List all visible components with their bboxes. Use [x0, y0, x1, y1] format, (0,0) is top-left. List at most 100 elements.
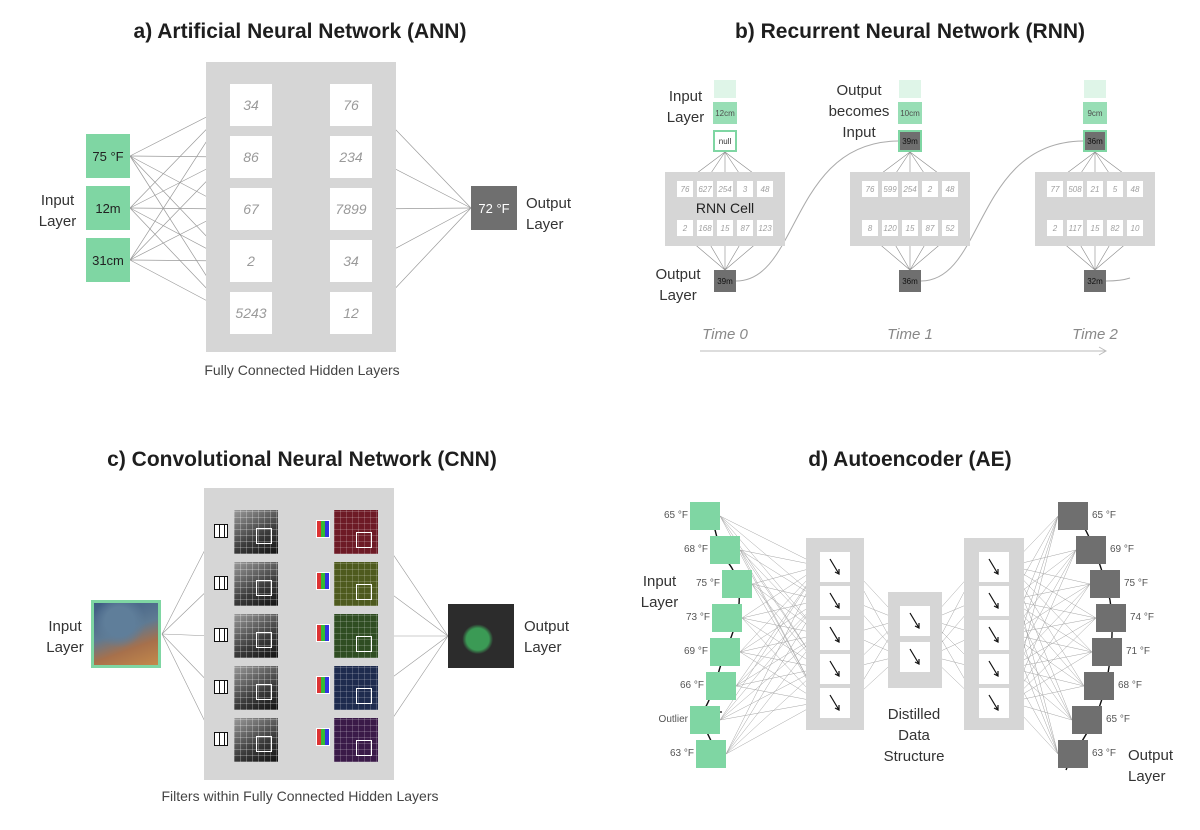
ae-arrow-icon	[988, 694, 999, 711]
rnn-title: b) Recurrent Neural Network (RNN)	[734, 20, 1086, 43]
ae-output-node	[1090, 570, 1120, 598]
ae-input-value: Outlier	[658, 714, 688, 725]
rnn-output-node: 36m	[899, 270, 921, 292]
cnn-color-filter-icon	[316, 624, 330, 642]
rnn-cell-node: 10	[1127, 220, 1143, 236]
ann-hidden1-node: 86	[230, 136, 272, 178]
connection-line	[1009, 617, 1097, 669]
ae-input-node	[696, 740, 726, 768]
connection-line	[719, 667, 821, 721]
connection-line	[725, 633, 821, 755]
ae-output-node	[1096, 604, 1126, 632]
rnn-cell-node: 2	[922, 181, 938, 197]
ae-output-node	[1072, 706, 1102, 734]
ann-hidden2-node: 76	[330, 84, 372, 126]
ann-hidden2-node: 234	[330, 136, 372, 178]
ae-arrow-path	[988, 626, 999, 643]
connection-line	[719, 599, 821, 721]
connection-line	[1009, 617, 1097, 703]
cnn-title: c) Convolutional Neural Network (CNN)	[107, 448, 497, 471]
rnn-cell-node: 15	[1087, 220, 1103, 236]
ae-arrow-path	[829, 558, 840, 575]
ae-arrow-icon	[988, 660, 999, 677]
ae-input-value: 75 °F	[695, 578, 720, 589]
cnn-caption: Filters within Fully Connected Hidden La…	[161, 788, 439, 804]
ae-output-value: 75 °F	[1124, 578, 1149, 589]
cnn-color-map-window	[356, 584, 372, 600]
ae-encoder-node	[820, 654, 850, 684]
rnn-recurrent-curve	[920, 140, 1084, 282]
rnn-cell-node: 52	[942, 220, 958, 236]
rnn-cell-node: 76	[677, 181, 693, 197]
ae-input-node	[690, 502, 720, 530]
cnn-output-image	[448, 604, 514, 668]
connection-line	[719, 515, 821, 635]
ae-input-node	[722, 570, 752, 598]
rnn-cell-node: 48	[757, 181, 773, 197]
rnn-recurrent-curve	[1105, 277, 1131, 282]
rnn-cell-node: 168	[697, 220, 713, 236]
ann-input-node: 12m	[86, 186, 130, 230]
rnn-cell-node: 48	[942, 181, 958, 197]
ann-hidden1-node: 2	[230, 240, 272, 282]
rnn-prev-input-node: 9cm	[1083, 102, 1107, 124]
rnn-input-label: Input Layer	[666, 88, 705, 126]
ae-arrow-path	[909, 648, 920, 665]
ae-arrow-icon	[909, 612, 920, 629]
ann-caption: Fully Connected Hidden Layers	[204, 362, 400, 378]
ae-output-value: 68 °F	[1118, 680, 1143, 691]
rnn-recurrent-curve	[735, 140, 899, 282]
connection-line	[719, 515, 821, 601]
rnn-cell-node: 87	[922, 220, 938, 236]
cnn-color-map-window	[356, 636, 372, 652]
rnn-cell-node: 48	[1127, 181, 1143, 197]
ae-output-value: 71 °F	[1126, 646, 1151, 657]
ae-encoder-node	[820, 688, 850, 718]
cnn-filter-icon	[214, 524, 228, 538]
rnn-cell-node: 123	[757, 220, 773, 236]
rnn-time-label: Time 1	[887, 326, 933, 343]
ae-arrow-icon	[988, 626, 999, 643]
ae-arrow-path	[909, 612, 920, 629]
ae-decoder-node	[979, 654, 1009, 684]
rnn-cell-node: 76	[862, 181, 878, 197]
ae-arrow-path	[988, 592, 999, 609]
ann-hidden2-node: 7899	[330, 188, 372, 230]
ae-decoder-node	[979, 586, 1009, 616]
connection-line	[719, 565, 821, 721]
ae-arrow-icon	[829, 660, 840, 677]
connection-line	[725, 667, 821, 755]
connection-line	[725, 599, 821, 755]
rnn-cell-node: 21	[1087, 181, 1103, 197]
ae-arrow-icon	[988, 592, 999, 609]
ae-middle-label: Distilled Data Structure	[883, 706, 945, 765]
connection-line	[719, 633, 821, 721]
ae-output-node	[1058, 502, 1088, 530]
ae-input-value: 69 °F	[683, 646, 708, 657]
cnn-filter-icon	[214, 628, 228, 642]
rnn-time-label: Time 2	[1072, 326, 1118, 343]
rnn-output-becomes-input-label: Output becomes Input	[828, 82, 890, 141]
rnn-current-input-node: null	[713, 130, 737, 152]
ae-arrow-icon	[829, 694, 840, 711]
cnn-filter-icon	[214, 680, 228, 694]
cnn-filter-icon	[214, 576, 228, 590]
ae-input-value: 63 °F	[669, 748, 694, 759]
rnn-output-node: 32m	[1084, 270, 1106, 292]
rnn-output-node: 39m	[714, 270, 736, 292]
ann-input-node: 31cm	[86, 238, 130, 282]
ae-arrow-path	[988, 694, 999, 711]
ae-output-value: 74 °F	[1130, 612, 1155, 623]
rnn-cell-node: 15	[902, 220, 918, 236]
connection-line	[1009, 617, 1097, 635]
ae-decoder-node	[979, 688, 1009, 718]
rnn-faded-input-node	[899, 80, 921, 98]
ae-arrow-path	[829, 592, 840, 609]
ae-arrow-path	[829, 626, 840, 643]
ann-hidden2-node: 12	[330, 292, 372, 334]
rnn-cell-label: RNN Cell	[695, 200, 755, 216]
ae-arrow-path	[829, 694, 840, 711]
ae-decoder-node	[979, 552, 1009, 582]
cnn-color-filter-icon	[316, 572, 330, 590]
ae-input-value: 65 °F	[663, 510, 688, 521]
